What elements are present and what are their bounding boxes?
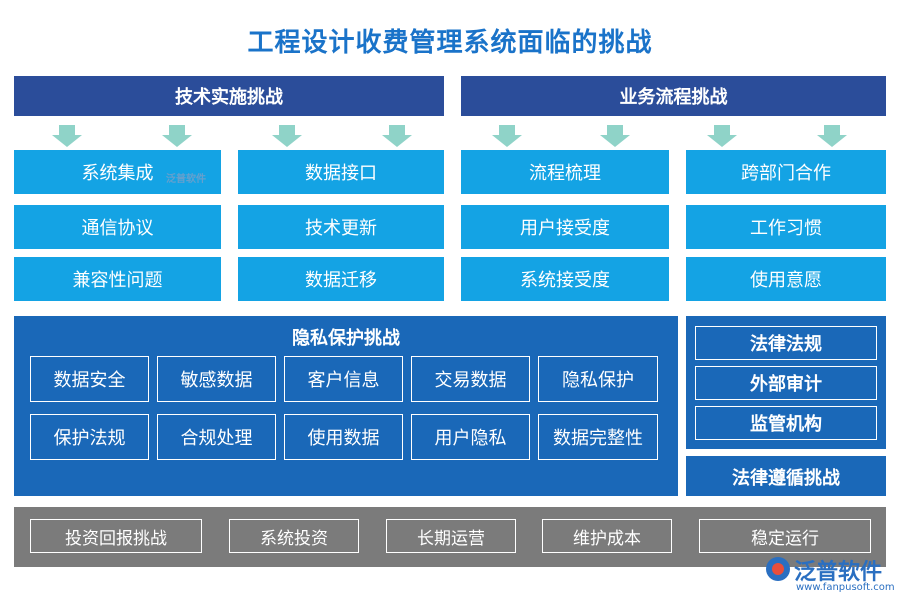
- tech-item: 系统集成: [14, 150, 221, 194]
- business-item: 跨部门合作: [686, 150, 886, 194]
- legal-item: 法律法规: [695, 326, 877, 360]
- business-header: 业务流程挑战: [461, 76, 886, 116]
- tech-item: 数据迁移: [238, 257, 444, 301]
- investment-header: 投资回报挑战: [30, 519, 202, 553]
- down-arrow-icon: [382, 125, 412, 147]
- investment-item: 稳定运行: [699, 519, 871, 553]
- brand-name: 泛普软件: [794, 560, 883, 585]
- down-arrow-icon: [52, 125, 82, 147]
- privacy-item: 合规处理: [157, 414, 276, 460]
- business-item: 系统接受度: [461, 257, 669, 301]
- tech-item: 数据接口: [238, 150, 444, 194]
- investment-bar: 投资回报挑战 系统投资 长期运营 维护成本 稳定运行: [14, 507, 886, 567]
- privacy-item: 隐私保护: [538, 356, 658, 402]
- legal-header-box: 法律遵循挑战: [686, 456, 886, 496]
- down-arrow-icon: [272, 125, 302, 147]
- business-item: 工作习惯: [686, 205, 886, 249]
- legal-item: 监管机构: [695, 406, 877, 440]
- tech-header: 技术实施挑战: [14, 76, 444, 116]
- brand-url: www.fanpusoft.com: [796, 582, 895, 593]
- tech-item: 技术更新: [238, 205, 444, 249]
- business-item: 用户接受度: [461, 205, 669, 249]
- down-arrow-icon: [817, 125, 847, 147]
- privacy-item: 用户隐私: [411, 414, 530, 460]
- tech-item: 兼容性问题: [14, 257, 221, 301]
- brand-logo-icon: [766, 557, 790, 581]
- privacy-item: 客户信息: [284, 356, 403, 402]
- privacy-item: 使用数据: [284, 414, 403, 460]
- legal-panel: 法律法规 外部审计 监管机构: [686, 316, 886, 449]
- down-arrow-icon: [162, 125, 192, 147]
- tech-item: 通信协议: [14, 205, 221, 249]
- privacy-item: 交易数据: [411, 356, 530, 402]
- privacy-item: 数据安全: [30, 356, 149, 402]
- privacy-item: 数据完整性: [538, 414, 658, 460]
- legal-item: 外部审计: [695, 366, 877, 400]
- privacy-item: 保护法规: [30, 414, 149, 460]
- privacy-panel: 隐私保护挑战 数据安全 敏感数据 客户信息 交易数据 隐私保护 保护法规 合规处…: [14, 316, 678, 496]
- privacy-header: 隐私保护挑战: [292, 328, 400, 349]
- business-item: 使用意愿: [686, 257, 886, 301]
- investment-item: 维护成本: [542, 519, 672, 553]
- watermark-small: 泛普软件: [166, 174, 206, 185]
- privacy-item: 敏感数据: [157, 356, 276, 402]
- investment-item: 长期运营: [386, 519, 516, 553]
- down-arrow-icon: [707, 125, 737, 147]
- business-item: 流程梳理: [461, 150, 669, 194]
- down-arrow-icon: [492, 125, 522, 147]
- investment-item: 系统投资: [229, 519, 359, 553]
- legal-header: 法律遵循挑战: [732, 468, 840, 489]
- down-arrow-icon: [600, 125, 630, 147]
- page-title: 工程设计收费管理系统面临的挑战: [247, 28, 653, 58]
